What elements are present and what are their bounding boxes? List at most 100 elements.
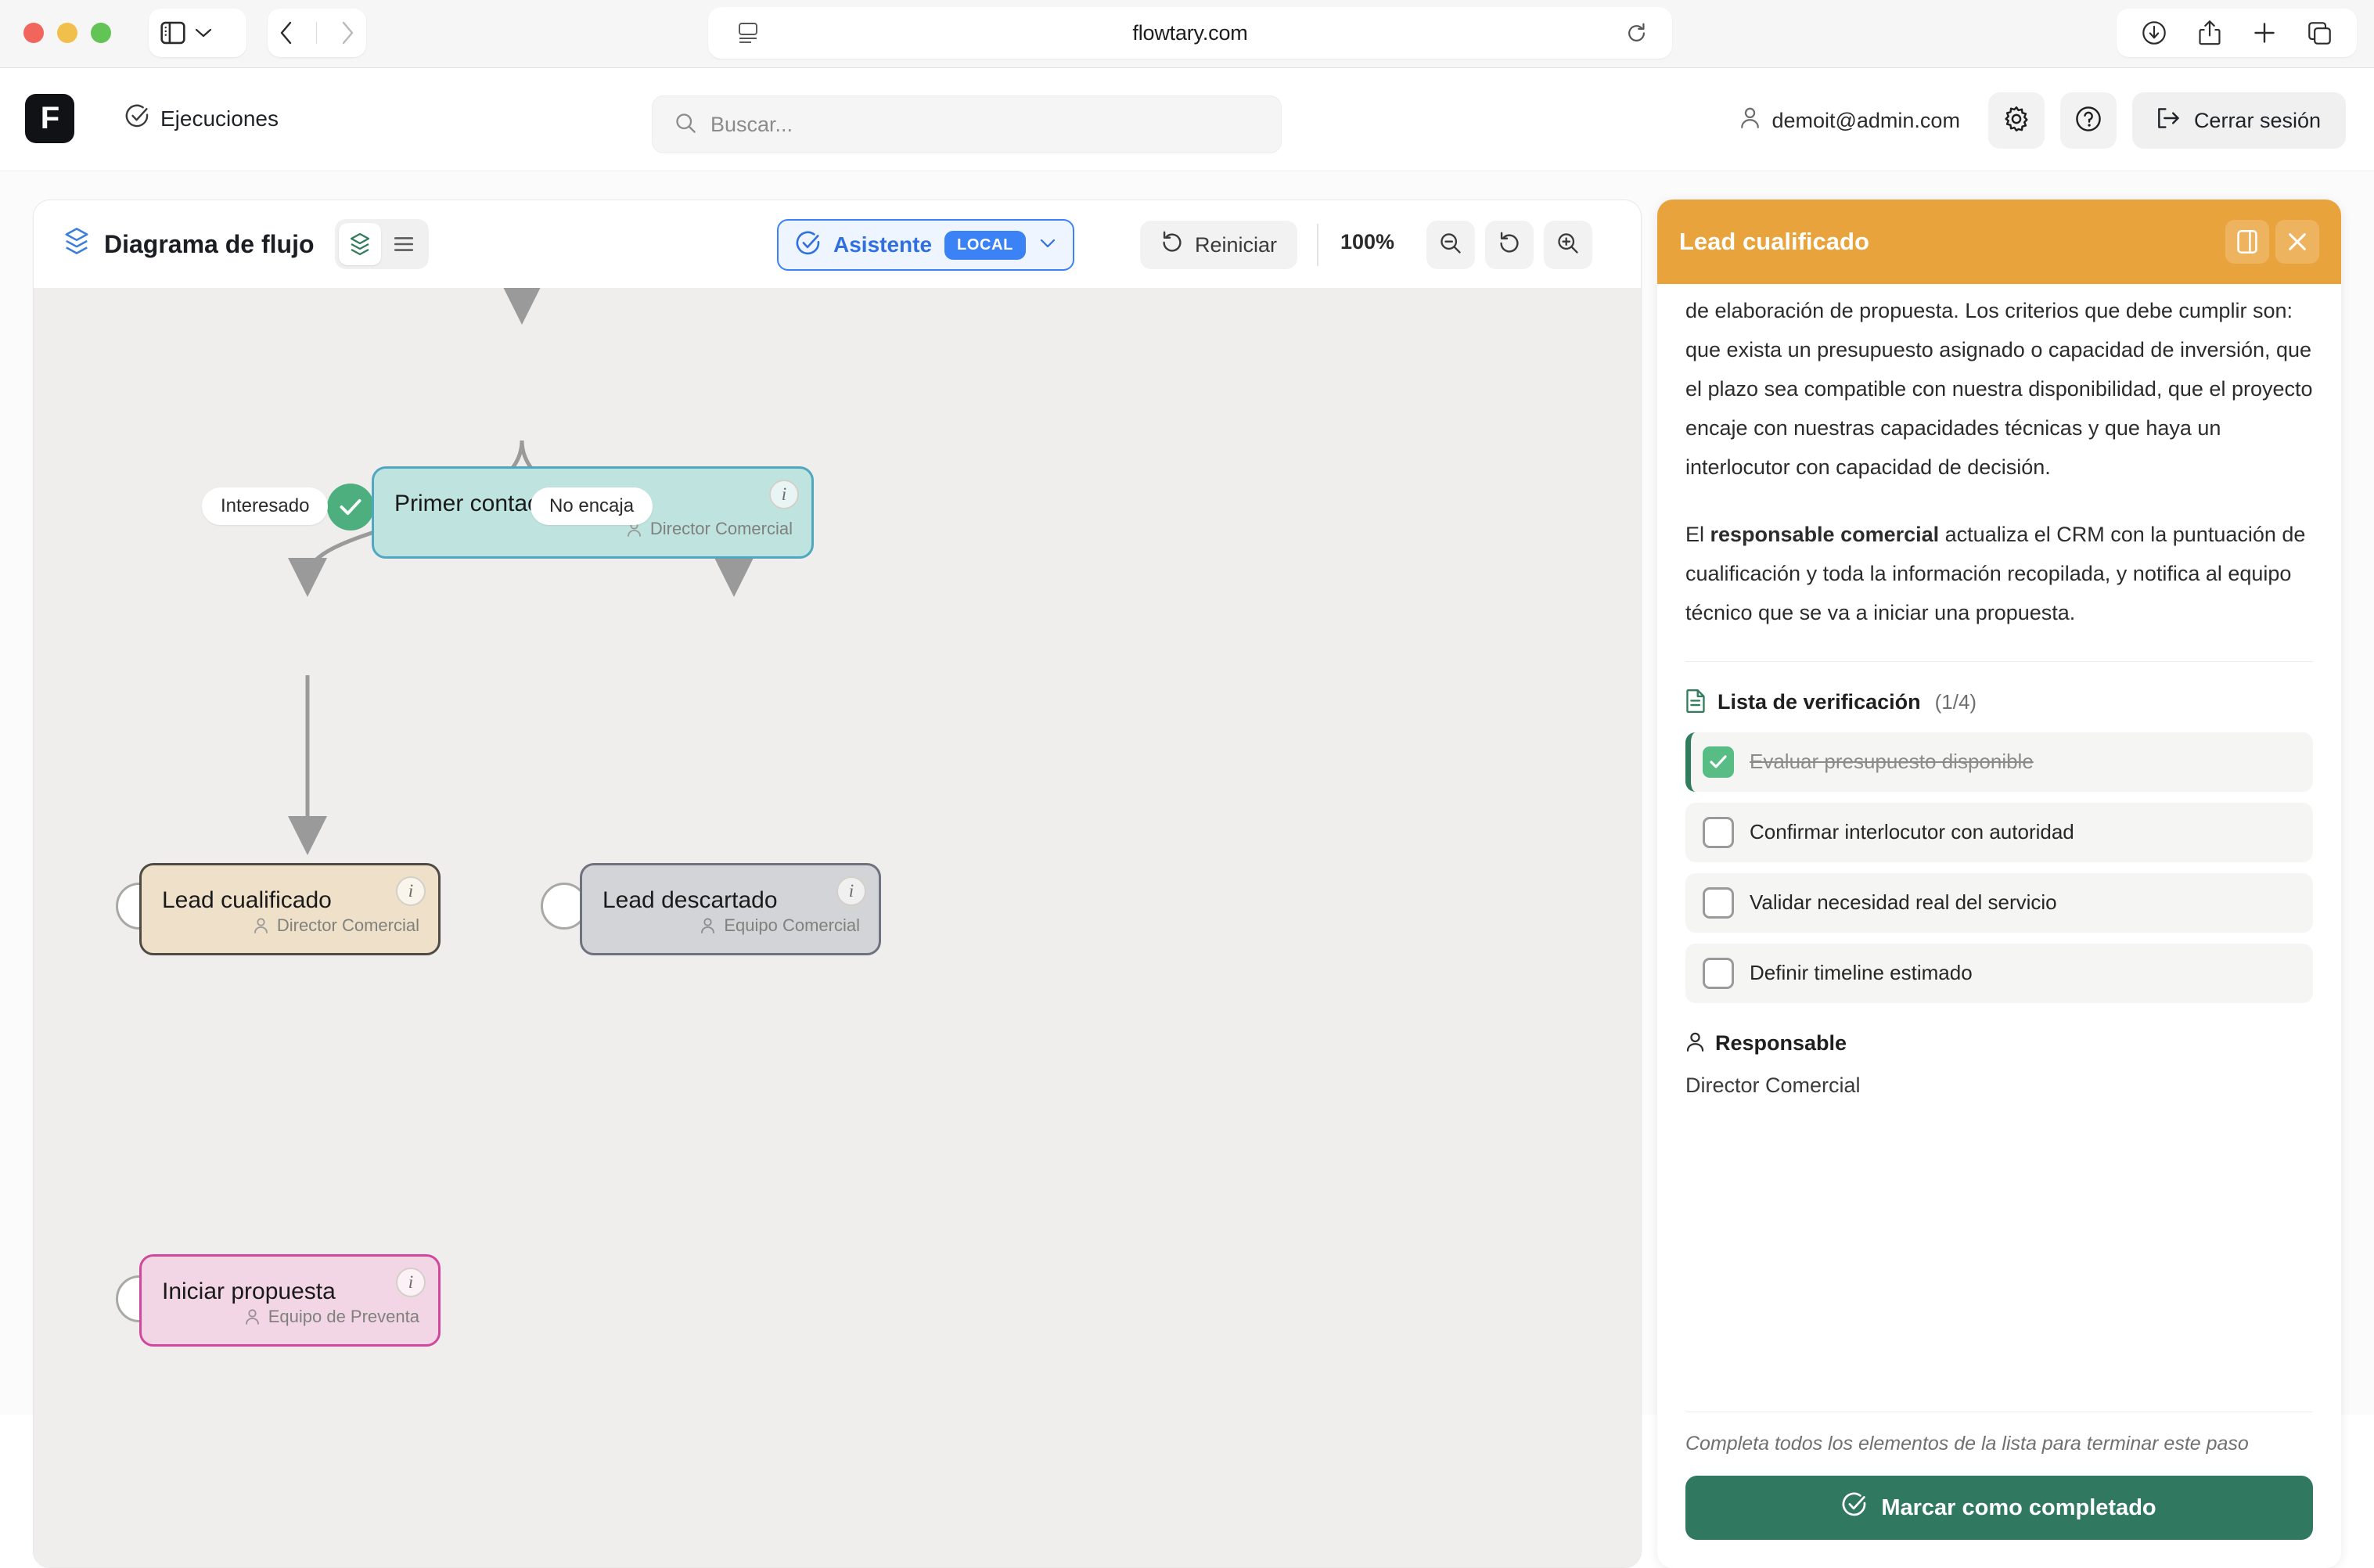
panel-collapse-button[interactable] bbox=[2225, 220, 2269, 264]
view-mode-layers[interactable] bbox=[338, 223, 381, 265]
avatar bbox=[1739, 106, 1761, 135]
gear-icon bbox=[2003, 106, 2030, 136]
checklist-item[interactable]: Definir timeline estimado bbox=[1685, 943, 2313, 1003]
reset-label: Reiniciar bbox=[1195, 232, 1278, 257]
edge-label-interesado: Interesado bbox=[202, 487, 329, 525]
panel-body[interactable]: de elaboración de propuesta. Los criteri… bbox=[1657, 284, 2341, 1412]
close-window-button[interactable] bbox=[23, 23, 44, 43]
node-status-primer-contacto[interactable] bbox=[327, 484, 374, 530]
view-mode-toggle bbox=[334, 219, 429, 269]
zoom-level-label: 100% bbox=[1340, 230, 1395, 254]
layers-icon bbox=[63, 227, 90, 261]
zoom-in-button[interactable] bbox=[1544, 221, 1592, 269]
flow-node-lead-cualificado[interactable]: Lead cualificado Director Comercial i bbox=[139, 863, 441, 955]
logout-button[interactable]: Cerrar sesión bbox=[2131, 92, 2346, 149]
url-text[interactable]: flowtary.com bbox=[1132, 20, 1248, 45]
checklist-header: Lista de verificación (1/4) bbox=[1685, 689, 2313, 717]
user-chip[interactable]: demoit@admin.com bbox=[1739, 106, 1960, 135]
view-mode-list[interactable] bbox=[383, 223, 425, 265]
panel-paragraph-2: El responsable comercial actualiza el CR… bbox=[1685, 516, 2313, 633]
toolbar-divider bbox=[1317, 224, 1318, 266]
minimize-window-button[interactable] bbox=[57, 23, 77, 43]
checkbox-unchecked-icon[interactable] bbox=[1703, 886, 1734, 919]
panel-paragraph-1: de elaboración de propuesta. Los criteri… bbox=[1685, 299, 2313, 479]
logout-icon bbox=[2157, 107, 2181, 135]
breadcrumb[interactable]: Ejecuciones bbox=[125, 104, 279, 134]
forward-arrow-icon[interactable] bbox=[340, 20, 355, 45]
responsible-header: Responsable bbox=[1685, 1031, 2313, 1056]
person-icon bbox=[254, 918, 268, 933]
reset-icon bbox=[1160, 231, 1184, 260]
node-owner-label: Equipo Comercial bbox=[724, 915, 860, 935]
check-circle-icon bbox=[1842, 1492, 1867, 1523]
help-button[interactable] bbox=[2059, 92, 2117, 149]
nav-button-group bbox=[268, 9, 366, 57]
zoom-out-button[interactable] bbox=[1426, 221, 1475, 269]
flow-node-iniciar-propuesta[interactable]: Iniciar propuesta Equipo de Preventa i bbox=[139, 1254, 441, 1347]
node-owner: Equipo de Preventa bbox=[244, 1307, 419, 1327]
brand-logo[interactable]: F bbox=[25, 94, 74, 143]
back-arrow-icon[interactable] bbox=[279, 20, 294, 45]
flow-canvas[interactable]: Primer contacto Director Comercial i Int… bbox=[34, 288, 1641, 1567]
mark-complete-label: Marcar como completado bbox=[1881, 1494, 2156, 1520]
checkbox-unchecked-icon[interactable] bbox=[1703, 957, 1734, 989]
search-input[interactable] bbox=[710, 112, 1259, 137]
download-icon[interactable] bbox=[2142, 20, 2167, 45]
share-icon[interactable] bbox=[2198, 20, 2221, 46]
assistant-mode-badge: LOCAL bbox=[944, 230, 1026, 260]
mark-complete-button[interactable]: Marcar como completado bbox=[1685, 1476, 2313, 1540]
checkbox-unchecked-icon[interactable] bbox=[1703, 816, 1734, 848]
tab-overview-icon[interactable] bbox=[2307, 21, 2332, 45]
edge-label-no-encaja: No encaja bbox=[531, 487, 653, 525]
flow-title-label: Diagrama de flujo bbox=[104, 229, 315, 258]
checkbox-checked-icon[interactable] bbox=[1703, 746, 1734, 778]
person-icon bbox=[701, 918, 715, 933]
plus-icon[interactable] bbox=[2253, 21, 2276, 45]
zoom-reset-icon bbox=[1498, 232, 1521, 259]
node-owner: Equipo Comercial bbox=[700, 915, 860, 936]
flow-title: Diagrama de flujo bbox=[63, 227, 315, 261]
zoom-reset-button[interactable] bbox=[1485, 221, 1534, 269]
settings-button[interactable] bbox=[1987, 92, 2045, 149]
header-search[interactable] bbox=[652, 95, 1282, 153]
checklist-item[interactable]: Validar necesidad real del servicio bbox=[1685, 872, 2313, 933]
node-info-icon[interactable]: i bbox=[396, 876, 426, 906]
sidebar-icon[interactable] bbox=[160, 21, 186, 45]
sidebar-toggle-group[interactable] bbox=[149, 9, 246, 57]
breadcrumb-label: Ejecuciones bbox=[160, 106, 279, 131]
document-icon bbox=[1685, 689, 1707, 717]
checklist-item-label: Validar necesidad real del servicio bbox=[1750, 890, 2057, 914]
node-owner-label: Director Comercial bbox=[276, 915, 419, 935]
zoom-in-icon bbox=[1556, 232, 1580, 259]
assistant-check-icon bbox=[796, 231, 821, 260]
browser-chrome: flowtary.com bbox=[0, 0, 2374, 68]
checklist-count: (1/4) bbox=[1934, 690, 1977, 714]
node-owner-label: Director Comercial bbox=[649, 519, 793, 538]
node-info-icon[interactable]: i bbox=[396, 1268, 426, 1297]
panel-title: Lead cualificado bbox=[1679, 228, 1869, 255]
main-area: Diagrama de flujo Asistente LOCAL bbox=[0, 171, 2374, 1568]
panel-close-button[interactable] bbox=[2275, 220, 2319, 264]
assistant-button[interactable]: Asistente LOCAL bbox=[777, 219, 1074, 271]
assistant-chevron-down-icon[interactable] bbox=[1038, 237, 1057, 254]
panel-header: Lead cualificado bbox=[1657, 200, 2341, 284]
reload-icon[interactable] bbox=[1626, 23, 1647, 48]
node-info-icon[interactable]: i bbox=[769, 480, 799, 509]
node-info-icon[interactable]: i bbox=[836, 876, 866, 906]
maximize-window-button[interactable] bbox=[91, 23, 111, 43]
flow-node-lead-descartado[interactable]: Lead descartado Equipo Comercial i bbox=[580, 863, 881, 955]
address-bar[interactable]: flowtary.com bbox=[708, 7, 1672, 59]
node-owner: Director Comercial bbox=[253, 915, 419, 936]
reader-view-icon[interactable] bbox=[738, 22, 758, 48]
panel-footer: Completa todos los elementos de la lista… bbox=[1657, 1412, 2341, 1568]
checklist-item[interactable]: Confirmar interlocutor con autoridad bbox=[1685, 802, 2313, 862]
flow-node-primer-contacto[interactable]: Primer contacto Director Comercial i bbox=[372, 466, 814, 559]
panel-collapse-icon bbox=[2237, 230, 2257, 254]
flow-diagram-card: Diagrama de flujo Asistente LOCAL bbox=[33, 200, 1642, 1568]
reset-button[interactable]: Reiniciar bbox=[1140, 221, 1298, 269]
node-owner: Director Comercial bbox=[626, 519, 793, 539]
chevron-down-icon[interactable] bbox=[194, 27, 213, 39]
logout-label: Cerrar sesión bbox=[2193, 108, 2321, 132]
zoom-controls bbox=[1426, 221, 1592, 269]
checklist-item[interactable]: Evaluar presupuesto disponible bbox=[1685, 732, 2313, 792]
